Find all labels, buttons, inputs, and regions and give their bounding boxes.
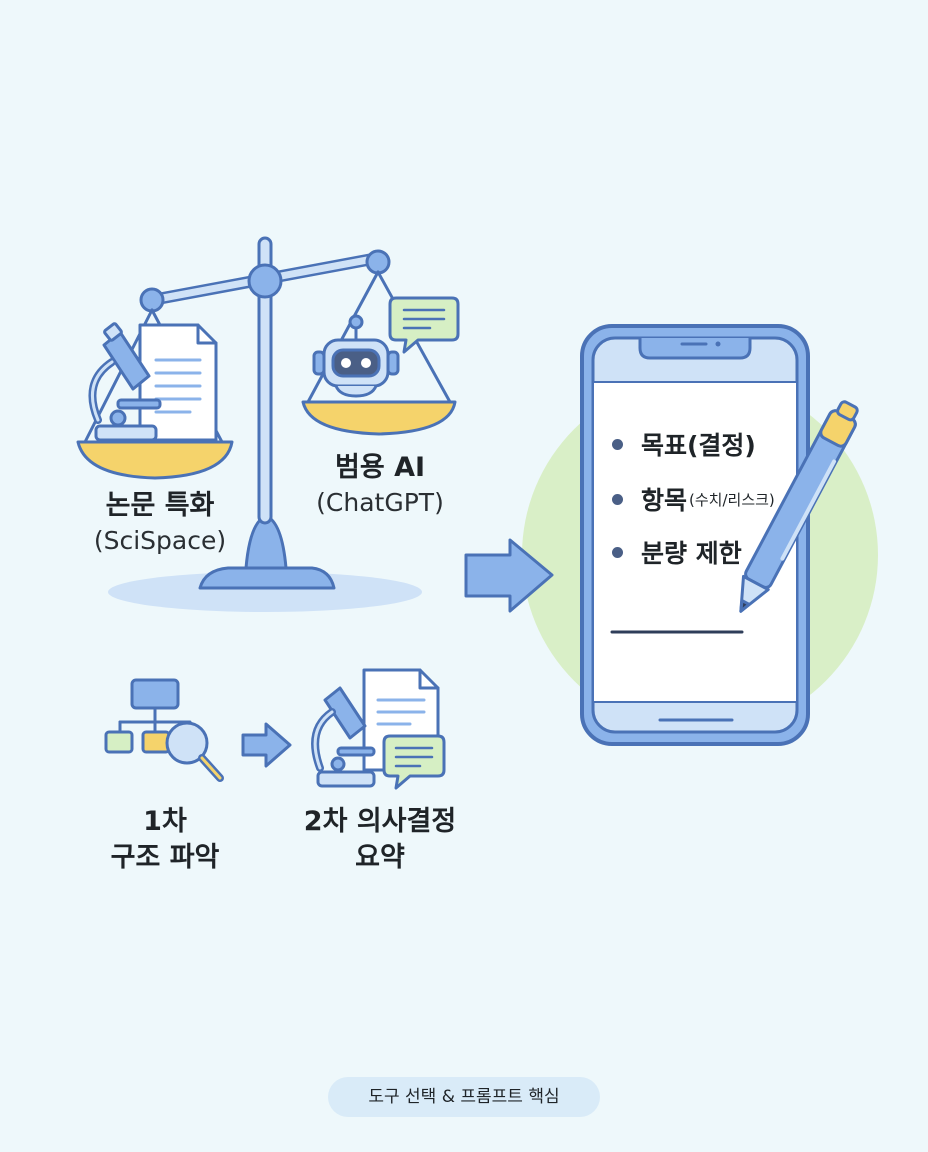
list-item-text: 분량 제한 [641,539,742,568]
bullet-icon [612,493,623,505]
step1-line2: 구조 파악 [110,842,220,873]
right-arrow-icon [464,538,554,613]
right-label: 범용 AI [334,452,426,483]
bullet-icon [612,438,623,450]
left-label: 논문 특화 [105,490,215,521]
specialized-tool-label: 논문 특화 (SciSpace) [60,488,260,558]
right-pan [301,400,457,436]
pen-icon [739,400,859,613]
step1-line1: 1차 [143,806,187,837]
chat-bubble-icon [388,296,460,354]
caption-badge: 도구 선택 & 프롬프트 핵심 [328,1077,600,1117]
small-right-arrow-icon [241,722,292,768]
list-item-text: 항목 [641,486,688,515]
left-sub-label: (SciSpace) [93,526,227,555]
phone-list-item-3: 분량 제한 [612,534,742,570]
step2-line2: 요약 [355,842,405,873]
microscope-document-chat-icon [311,668,446,790]
right-sub-label: (ChatGPT) [316,488,444,517]
microscope-icon [88,322,162,442]
scale-shadow [108,572,422,612]
phone-list-item-2: 항목 (수치/리스크) [612,481,775,517]
list-item-text: 목표(결정) [641,431,756,460]
robot-icon [312,314,400,398]
step2-label: 2차 의사결정 요약 [280,804,480,876]
step1-label: 1차 구조 파악 [80,804,250,876]
step2-line1: 2차 의사결정 [303,806,457,837]
general-tool-label: 범용 AI (ChatGPT) [280,450,480,520]
phone-list-item-1: 목표(결정) [612,426,756,462]
bullet-icon [612,546,623,558]
structure-search-icon [104,678,224,782]
left-pan [76,440,234,480]
balance-scale-icon [76,236,460,590]
list-item-subtext: (수치/리스크) [689,490,775,509]
